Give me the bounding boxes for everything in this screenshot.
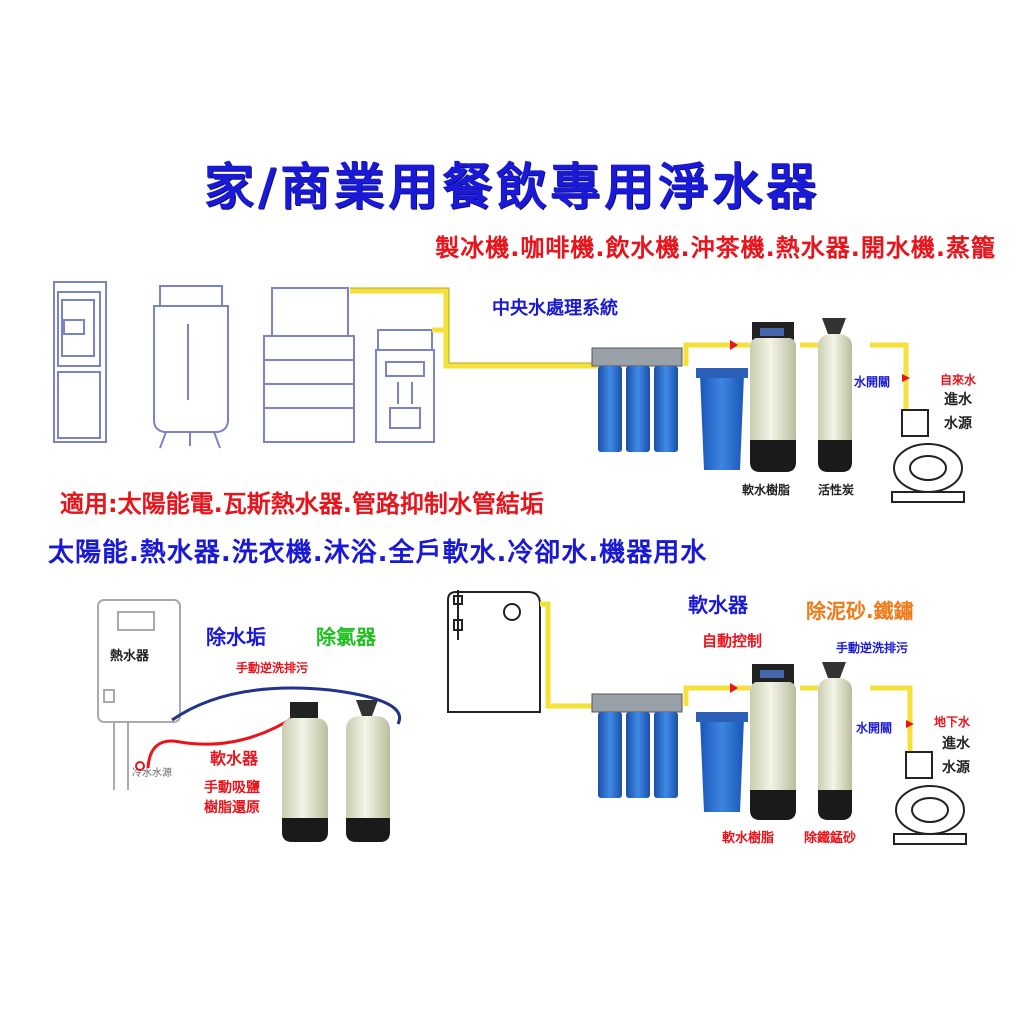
tank-label-carbon: 活性炭 xyxy=(818,482,854,497)
storage-tank-icon xyxy=(447,590,541,713)
source-label: 自來水 xyxy=(940,372,977,387)
brine-tank-top xyxy=(700,374,744,470)
valve-label-bottom: 水開關 xyxy=(856,720,892,735)
ice-machine-icon xyxy=(263,287,355,443)
blue-hose xyxy=(171,686,401,725)
manual-backwash-label: 手動逆洗排污 xyxy=(236,660,308,675)
inlet-label-1: 進水 xyxy=(944,391,973,408)
sediment-label: 除泥砂.鐵鏽 xyxy=(806,599,914,623)
carbon-tank-top xyxy=(818,318,852,472)
tank-label-resin: 軟水樹脂 xyxy=(742,482,790,497)
supply-pipe-bottom xyxy=(540,601,913,758)
central-system-title: 中央水處理系統 xyxy=(492,298,618,319)
dechlor-tank xyxy=(346,700,390,842)
groundwater-source-label: 地下水 xyxy=(934,714,971,729)
valve-icon xyxy=(906,720,914,728)
water-dispenser-icon xyxy=(53,281,107,443)
iron-removal-tank xyxy=(818,662,852,820)
valve-label: 水開關 xyxy=(854,374,890,389)
brine-tank-lid-bottom xyxy=(696,712,748,722)
appliance-list: 製冰機.咖啡機.飲水機.沖茶機.熱水器.開水機.蒸籠 xyxy=(435,234,996,262)
supply-pipe-top-outline xyxy=(350,287,598,364)
cold-inlet-marker xyxy=(135,761,145,771)
inlet-label-2: 水源 xyxy=(944,415,972,432)
supply-pipe-top xyxy=(350,288,909,416)
tank-label-resin-bottom: 軟水樹脂 xyxy=(722,830,774,846)
dechlor-label: 除氯器 xyxy=(316,625,377,649)
page-title: 家/商業用餐飲專用淨水器 xyxy=(203,158,821,216)
auto-softener-label: 軟水器 xyxy=(688,593,749,617)
softener-label: 軟水器 xyxy=(210,749,259,768)
descale-label: 除水垢 xyxy=(206,625,266,649)
inlet-label-4: 水源 xyxy=(942,759,970,776)
manual-backwash-label-right: 手動逆洗排污 xyxy=(836,640,908,655)
pump-icon-bottom xyxy=(893,751,967,845)
coffee-machine-icon xyxy=(375,329,435,443)
cartridge-filters-top xyxy=(591,347,683,452)
regen-label-1: 手動吸鹽 xyxy=(204,779,260,796)
tank-label-iron: 除鐵錳砂 xyxy=(804,830,856,846)
auto-control-label: 自動控制 xyxy=(702,632,762,650)
regen-label-2: 樹脂還原 xyxy=(204,799,260,816)
usage-line: 適用:太陽能電.瓦斯熱水器.管路抑制水管結垢 xyxy=(60,490,544,518)
scope-line: 太陽能.熱水器.洗衣機.沐浴.全戶軟水.冷卻水.機器用水 xyxy=(48,538,708,568)
water-heater-tank-icon xyxy=(153,285,229,449)
cartridge-filters-bottom xyxy=(591,693,683,798)
valve-icon xyxy=(730,683,738,693)
inlet-label-3: 進水 xyxy=(942,735,971,752)
heater-label: 熱水器 xyxy=(110,648,150,664)
softener-tank-left xyxy=(282,702,328,842)
valve-icon xyxy=(902,374,910,382)
softener-tank-bottom xyxy=(750,664,796,820)
softener-tank-top xyxy=(750,322,796,472)
wall-heater-icon xyxy=(97,599,181,790)
pump-icon-top xyxy=(891,409,965,503)
red-hose xyxy=(146,714,297,769)
brine-tank-lid-top xyxy=(696,368,748,378)
valve-icon xyxy=(730,340,738,350)
brine-tank-bottom xyxy=(700,718,744,812)
